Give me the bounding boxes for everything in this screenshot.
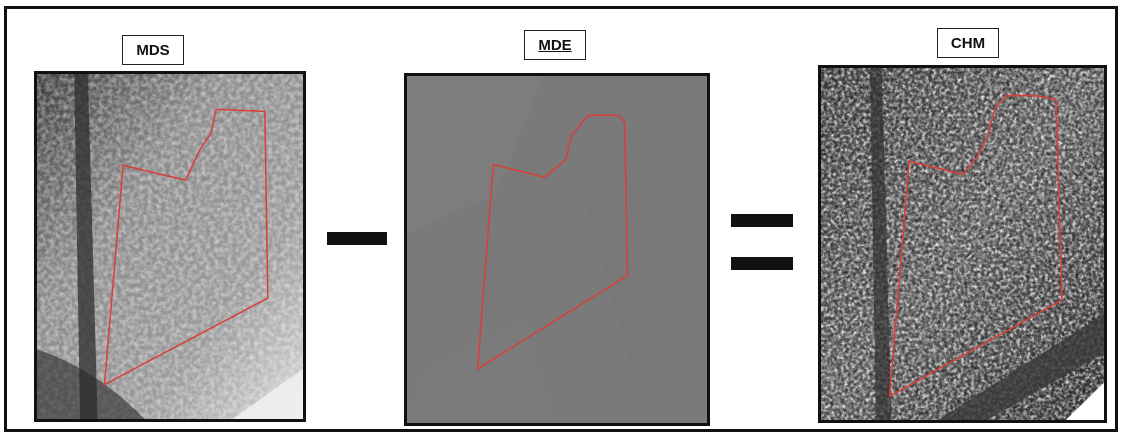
chm-plot-outline [888, 94, 1063, 398]
mde-plot-outline [476, 114, 629, 371]
chm-label: CHM [937, 28, 999, 58]
minus-operator [327, 232, 387, 245]
equals-operator-bottom [731, 257, 793, 270]
mde-label: MDE [524, 30, 586, 60]
mds-label: MDS [122, 35, 184, 65]
mds-plot-outline [103, 108, 269, 386]
mde-panel [404, 73, 710, 426]
mds-panel [34, 71, 306, 422]
chm-panel [818, 65, 1107, 423]
equals-operator-top [731, 214, 793, 227]
